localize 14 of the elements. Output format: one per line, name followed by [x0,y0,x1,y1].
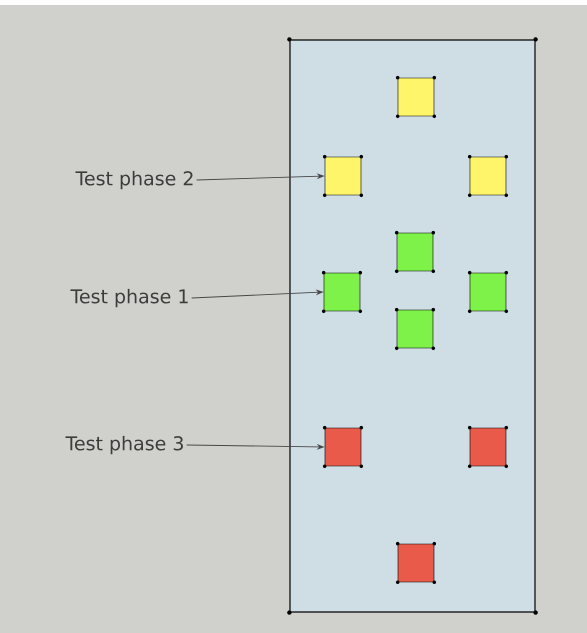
label-text: Test phase 2 [75,170,193,190]
square [396,76,436,118]
square [322,426,364,468]
square [322,154,364,198]
square [468,154,508,198]
label-text: Test phase 3 [65,436,183,454]
square [322,270,362,314]
label-text: Test phase 1 [70,288,188,308]
square [394,308,436,350]
square [468,270,508,314]
panel [287,37,538,615]
square [396,542,436,584]
square [468,426,508,468]
square [394,230,436,274]
